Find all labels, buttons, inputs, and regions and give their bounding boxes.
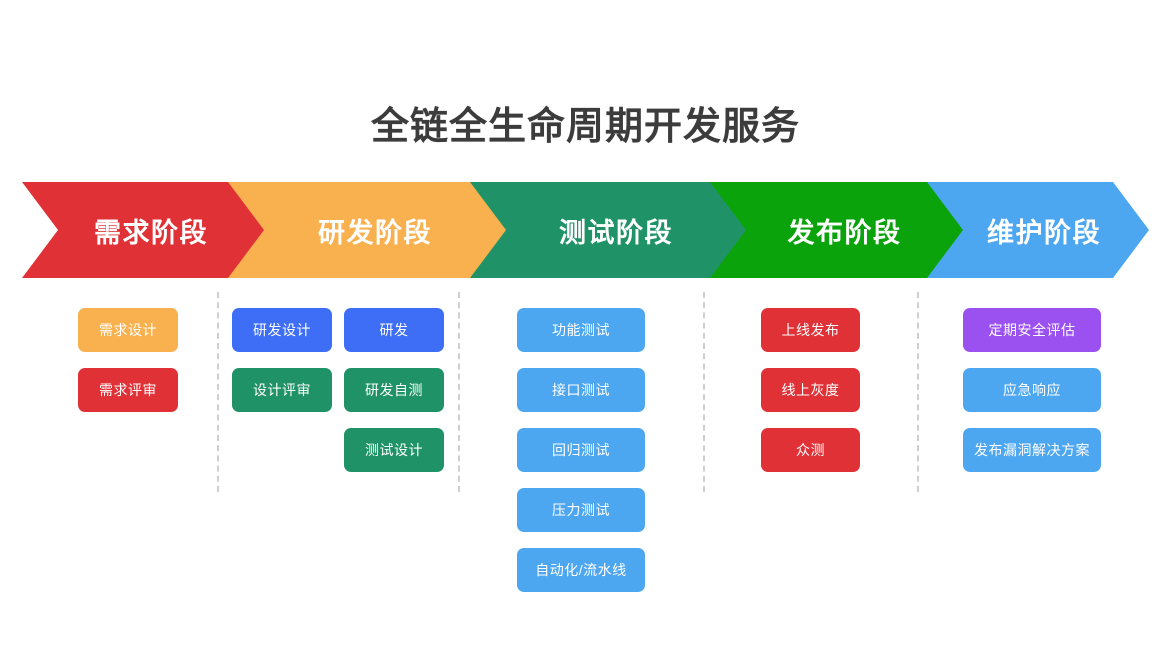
phase-arrow-label: 需求阶段 xyxy=(94,217,208,248)
phase-arrow-label: 研发阶段 xyxy=(318,217,432,248)
phase-arrow-4[interactable]: 发布阶段 xyxy=(710,182,967,278)
column-separator-2 xyxy=(458,292,460,492)
task-box[interactable]: 需求评审 xyxy=(78,368,178,412)
requirement-items: 需求设计需求评审 xyxy=(78,308,178,412)
task-box-label: 应急响应 xyxy=(1003,382,1061,398)
task-box[interactable]: 研发自测 xyxy=(344,368,444,412)
task-box-label: 接口测试 xyxy=(552,382,610,398)
task-box-label: 自动化/流水线 xyxy=(535,562,627,578)
task-box-label: 众测 xyxy=(796,442,825,458)
maintain-items: 定期安全评估应急响应发布漏洞解决方案 xyxy=(963,308,1101,472)
task-box-label: 需求评审 xyxy=(99,382,157,398)
task-box-label: 线上灰度 xyxy=(781,382,840,398)
task-box[interactable]: 接口测试 xyxy=(517,368,645,412)
task-box-label: 研发 xyxy=(379,322,409,338)
task-box[interactable]: 上线发布 xyxy=(761,308,860,352)
task-box[interactable]: 研发设计 xyxy=(232,308,332,352)
task-box[interactable]: 发布漏洞解决方案 xyxy=(963,428,1101,472)
column-separator-4 xyxy=(917,292,919,492)
phase-arrow-label: 维护阶段 xyxy=(987,217,1101,248)
task-box-label: 压力测试 xyxy=(552,502,610,518)
task-box[interactable]: 应急响应 xyxy=(963,368,1101,412)
task-box-label: 发布漏洞解决方案 xyxy=(974,442,1090,458)
task-box[interactable]: 自动化/流水线 xyxy=(517,548,645,592)
task-box-label: 需求设计 xyxy=(99,322,157,338)
task-box[interactable]: 设计评审 xyxy=(232,368,332,412)
column-separator-1 xyxy=(217,292,219,492)
task-box-label: 设计评审 xyxy=(253,382,311,398)
task-box[interactable]: 回归测试 xyxy=(517,428,645,472)
column-separator-3 xyxy=(703,292,705,492)
task-box[interactable]: 压力测试 xyxy=(517,488,645,532)
task-box[interactable]: 众测 xyxy=(761,428,860,472)
phase-arrow-label: 发布阶段 xyxy=(787,217,902,248)
dev-design-items: 研发设计设计评审 xyxy=(232,308,332,412)
phase-arrow-label: 测试阶段 xyxy=(559,217,673,248)
phase-arrow-band: 需求阶段 研发阶段 测试阶段 发布阶段 维护阶段 xyxy=(0,182,1171,278)
task-box-label: 回归测试 xyxy=(552,442,610,458)
phase-arrow-3[interactable]: 测试阶段 xyxy=(470,182,750,278)
test-items: 功能测试接口测试回归测试压力测试自动化/流水线 xyxy=(517,308,645,592)
phase-arrow-5[interactable]: 维护阶段 xyxy=(927,182,1149,278)
phase-arrow-1[interactable]: 需求阶段 xyxy=(22,182,268,278)
task-box[interactable]: 线上灰度 xyxy=(761,368,860,412)
release-items: 上线发布线上灰度众测 xyxy=(761,308,860,472)
task-box-label: 研发自测 xyxy=(365,382,423,398)
task-box-label: 上线发布 xyxy=(781,322,840,338)
phase-arrow-2[interactable]: 研发阶段 xyxy=(228,182,510,278)
task-box[interactable]: 需求设计 xyxy=(78,308,178,352)
task-box-label: 功能测试 xyxy=(552,322,610,338)
task-box[interactable]: 研发 xyxy=(344,308,444,352)
page-title: 全链全生命周期开发服务 xyxy=(370,106,800,149)
task-box-label: 研发设计 xyxy=(253,322,311,338)
task-box[interactable]: 测试设计 xyxy=(344,428,444,472)
task-box-label: 定期安全评估 xyxy=(988,322,1076,338)
task-box-label: 测试设计 xyxy=(365,442,423,458)
task-box[interactable]: 功能测试 xyxy=(517,308,645,352)
dev-build-items: 研发研发自测测试设计 xyxy=(344,308,444,472)
task-box[interactable]: 定期安全评估 xyxy=(963,308,1101,352)
